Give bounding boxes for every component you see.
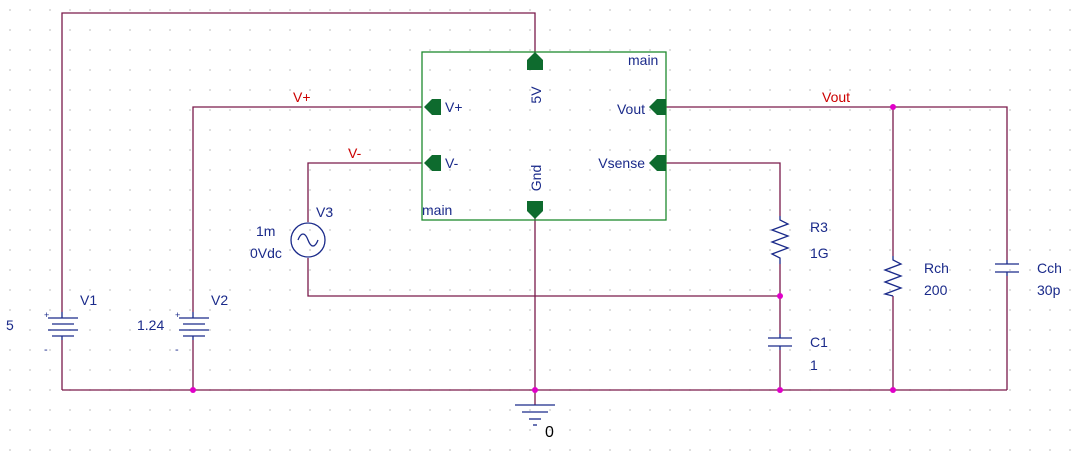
block-border[interactable] (421, 51, 667, 221)
pin-vplus-icon[interactable] (424, 99, 441, 115)
v3-ref: V3 (316, 204, 333, 220)
v2-ref: V2 (211, 292, 228, 308)
rch-value: 200 (924, 282, 948, 298)
battery-v2[interactable]: + - V2 1.24 (137, 292, 228, 356)
wire-vplus[interactable] (192, 106, 422, 312)
pin-supply-icon[interactable] (527, 52, 543, 70)
rch-ref: Rch (924, 260, 949, 276)
wire-v1-supply[interactable] (61, 12, 536, 312)
pin-vout-label: Vout (617, 101, 645, 117)
wire-v3-return[interactable] (307, 258, 780, 297)
cch-value: 30p (1037, 282, 1061, 298)
v2-plus-mark: + (175, 310, 180, 320)
pin-vminus-label: V- (445, 155, 459, 171)
junction-dot (777, 293, 783, 299)
v2-minus-mark: - (175, 344, 179, 356)
ac-source-v3[interactable]: V3 1m 0Vdc (250, 204, 333, 261)
v3-circle (290, 222, 326, 258)
ground-label: 0 (545, 424, 554, 441)
pin-vsense-icon[interactable] (649, 155, 666, 171)
pin-gnd-icon[interactable] (527, 201, 543, 219)
junction-dot (190, 387, 196, 393)
ground-symbol-icon[interactable]: 0 (515, 404, 555, 441)
rch-zigzag (882, 256, 903, 297)
junction-dot (532, 387, 538, 393)
resistor-rch[interactable]: Rch 200 (882, 256, 949, 298)
pin-vplus-label: V+ (445, 99, 463, 115)
c1-value: 1 (810, 357, 818, 373)
pin-vminus-icon[interactable] (424, 155, 441, 171)
c1-ref: C1 (810, 334, 828, 350)
v1-minus-mark: - (44, 344, 48, 356)
junction-dot (890, 387, 896, 393)
pin-vout-icon[interactable] (649, 99, 666, 115)
r3-value: 1G (810, 245, 829, 261)
wire-vminus[interactable] (307, 162, 422, 222)
block-name-bottom: main (422, 202, 452, 218)
wire-vout[interactable] (666, 106, 1008, 260)
capacitor-c1[interactable]: C1 1 (768, 334, 828, 373)
junctions (190, 104, 896, 393)
junction-dot (890, 104, 896, 110)
r3-zigzag (770, 216, 790, 264)
net-label-vout: Vout (822, 89, 850, 105)
net-label-vminus: V- (348, 145, 362, 161)
hierarchical-block-main[interactable]: main main V+ V- Vout Vsense 5V Gnd (421, 51, 667, 221)
v3-dc-value: 0Vdc (250, 245, 282, 261)
v1-plus-mark: + (44, 310, 49, 320)
v1-ref: V1 (80, 292, 97, 308)
resistor-r3[interactable]: R3 1G (770, 216, 829, 264)
r3-ref: R3 (810, 219, 828, 235)
junction-dot (777, 387, 783, 393)
v3-ac-value: 1m (256, 223, 275, 239)
pin-supply-label: 5V (528, 86, 544, 104)
pin-vsense-label: Vsense (598, 155, 645, 171)
pin-gnd-label: Gnd (528, 165, 544, 191)
capacitor-cch[interactable]: Cch 30p (995, 260, 1062, 298)
wire-vsense[interactable] (666, 162, 781, 216)
block-name-top: main (628, 52, 658, 68)
net-label-vplus: V+ (293, 89, 311, 105)
v2-value: 1.24 (137, 317, 164, 333)
cch-ref: Cch (1037, 260, 1062, 276)
sine-wave-icon (297, 233, 319, 247)
battery-v1[interactable]: + - V1 5 (6, 292, 97, 356)
v1-value: 5 (6, 317, 14, 333)
